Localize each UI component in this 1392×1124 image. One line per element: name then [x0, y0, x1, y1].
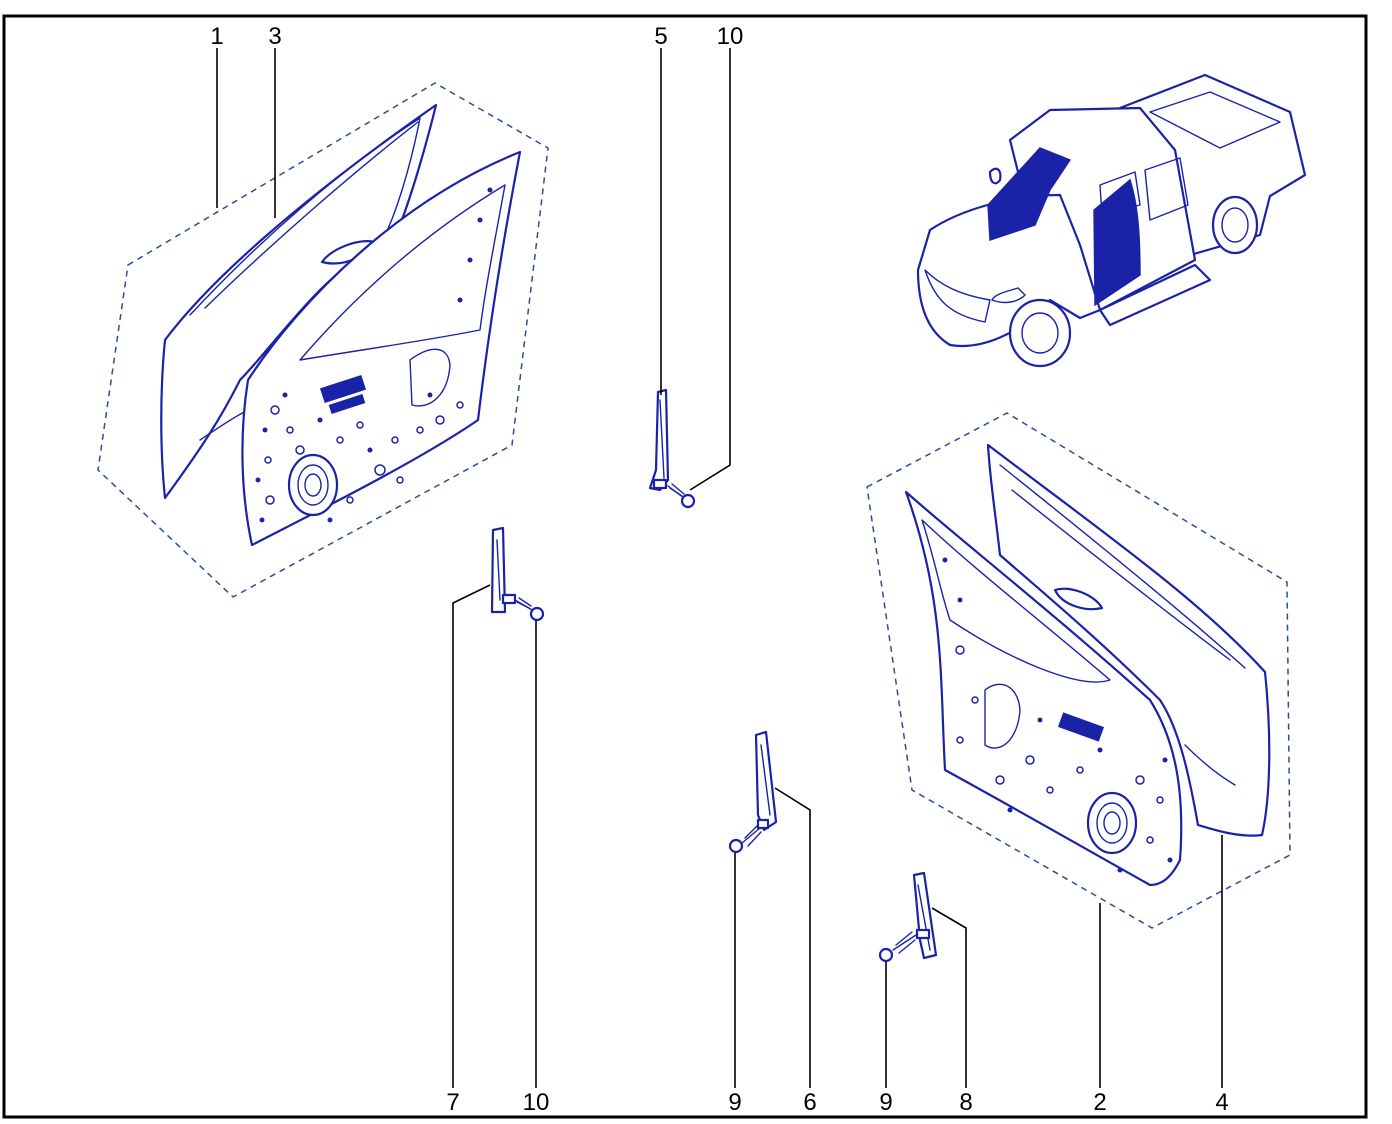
callout-9-left: 9 — [728, 1089, 741, 1116]
callout-1: 1 — [210, 23, 223, 50]
bolt-part-10-bottom — [514, 597, 545, 622]
right-door-inner-panel — [904, 490, 1183, 887]
left-door-dashed-boundary — [97, 82, 549, 598]
bracket-part-5 — [648, 388, 670, 492]
callout-8: 8 — [959, 1089, 972, 1116]
callout-6: 6 — [803, 1089, 816, 1116]
callout-numbers: 1 3 5 10 7 10 9 6 9 8 2 4 — [210, 23, 1228, 1116]
bracket-part-7 — [490, 526, 517, 614]
callout-7: 7 — [446, 1089, 459, 1116]
right-door-assembly — [866, 412, 1291, 929]
callout-2: 2 — [1093, 1089, 1106, 1116]
bracket-part-6 — [754, 730, 778, 832]
truck-front-door-highlight — [1093, 178, 1141, 307]
callout-5: 5 — [654, 23, 667, 50]
bracket-part-8 — [912, 871, 938, 960]
callout-10-top: 10 — [717, 23, 744, 50]
bolt-part-10-top — [667, 483, 696, 509]
bolt-part-9-right — [878, 931, 917, 963]
right-door-holes — [942, 557, 1173, 873]
callout-10-bottom: 10 — [523, 1089, 550, 1116]
truck-windshield-highlight — [987, 147, 1072, 241]
right-door-speaker — [1086, 791, 1138, 855]
left-door-holes — [255, 187, 493, 523]
callout-4: 4 — [1215, 1089, 1228, 1116]
truck-rear-wheel — [1211, 195, 1259, 255]
leader-8 — [931, 907, 967, 1088]
bolt-part-9-left — [728, 825, 762, 854]
diagram-frame — [2, 14, 1368, 1119]
leader-lines — [216, 48, 1223, 1088]
left-door-speaker — [287, 453, 339, 517]
truck-grille — [924, 269, 991, 323]
right-door-handle — [1053, 587, 1104, 611]
left-door-inner-panel — [241, 150, 522, 547]
leader-10-top — [689, 48, 731, 491]
right-door-outer-panel — [986, 443, 1271, 837]
callout-9-right: 9 — [879, 1089, 892, 1116]
leader-7 — [452, 584, 491, 1088]
leader-6 — [774, 787, 811, 1088]
right-door-dashed-boundary — [866, 412, 1291, 929]
pickup-truck-illustration — [916, 73, 1307, 368]
callout-3: 3 — [268, 23, 281, 50]
truck-front-wheel — [1008, 298, 1072, 368]
left-door-assembly — [97, 82, 549, 598]
